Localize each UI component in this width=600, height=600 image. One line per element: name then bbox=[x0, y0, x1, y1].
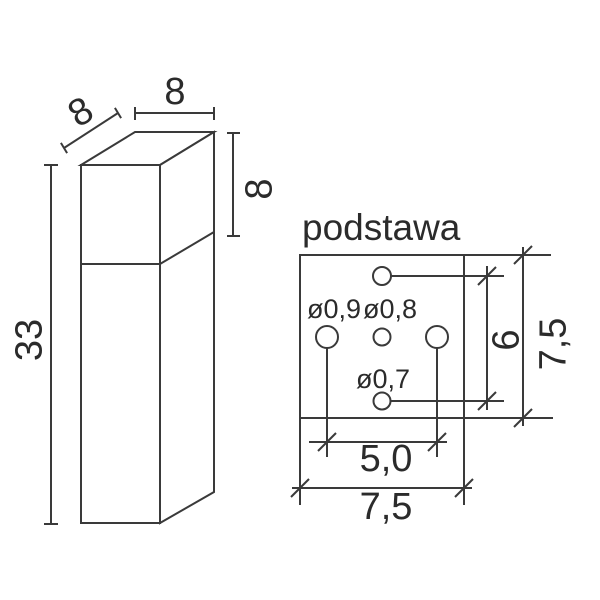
dim-label-total-height: 33 bbox=[9, 319, 51, 361]
post-division-line-side bbox=[159, 231, 215, 265]
dim-label-holes-vertical-spacing: 6 bbox=[486, 329, 528, 350]
dim-slash-tick bbox=[513, 245, 533, 265]
dim-holes-vertical-spacing: 6 bbox=[390, 266, 528, 411]
base-view-title: podstawa bbox=[302, 207, 461, 248]
dim-tick bbox=[114, 107, 122, 119]
dim-slash-tick bbox=[477, 266, 497, 286]
dim-label-top-width: 8 bbox=[164, 71, 185, 113]
dim-post-head-height: 8 bbox=[227, 132, 281, 237]
dim-post-total-height: 33 bbox=[9, 164, 58, 525]
post-side-face bbox=[159, 130, 215, 525]
dim-post-top-width: 8 bbox=[134, 71, 215, 120]
dim-tick bbox=[60, 142, 68, 154]
dim-slash-tick bbox=[513, 408, 533, 428]
hole-right bbox=[425, 325, 449, 349]
dim-label-head-height: 8 bbox=[239, 178, 281, 199]
post-front-face bbox=[80, 164, 161, 524]
hole-bottom bbox=[372, 391, 392, 411]
dim-label-plate-width: 7,5 bbox=[360, 486, 413, 528]
dim-slash-tick bbox=[317, 432, 337, 452]
dim-plate-width: 7,5 bbox=[290, 419, 474, 528]
dim-slash-tick bbox=[290, 478, 310, 498]
dim-plate-height: 7,5 bbox=[464, 245, 575, 428]
dim-slash-tick bbox=[427, 432, 447, 452]
dim-label-plate-height: 7,5 bbox=[533, 318, 575, 371]
dim-post-top-depth: 8 bbox=[60, 89, 122, 154]
base-plate-outline bbox=[299, 254, 465, 419]
hole-left bbox=[315, 325, 339, 349]
base-plan-view: podstawa ø0,9 ø0,8 ø0,7 6 bbox=[290, 207, 575, 528]
dim-slash-tick bbox=[477, 391, 497, 411]
hole-center-diameter-label: ø0,8 bbox=[363, 294, 417, 324]
hole-top bbox=[372, 266, 392, 286]
dim-line bbox=[63, 112, 119, 149]
post-isometric-view: 8 8 8 33 bbox=[9, 71, 281, 525]
dim-slash-tick bbox=[454, 478, 474, 498]
dim-label-holes-horizontal-spacing: 5,0 bbox=[360, 438, 413, 480]
hole-left-diameter-label: ø0,9 bbox=[307, 294, 361, 324]
hole-center bbox=[372, 327, 392, 347]
dim-holes-horizontal-spacing: 5,0 bbox=[309, 348, 447, 480]
hole-bottom-diameter-label: ø0,7 bbox=[356, 364, 410, 394]
